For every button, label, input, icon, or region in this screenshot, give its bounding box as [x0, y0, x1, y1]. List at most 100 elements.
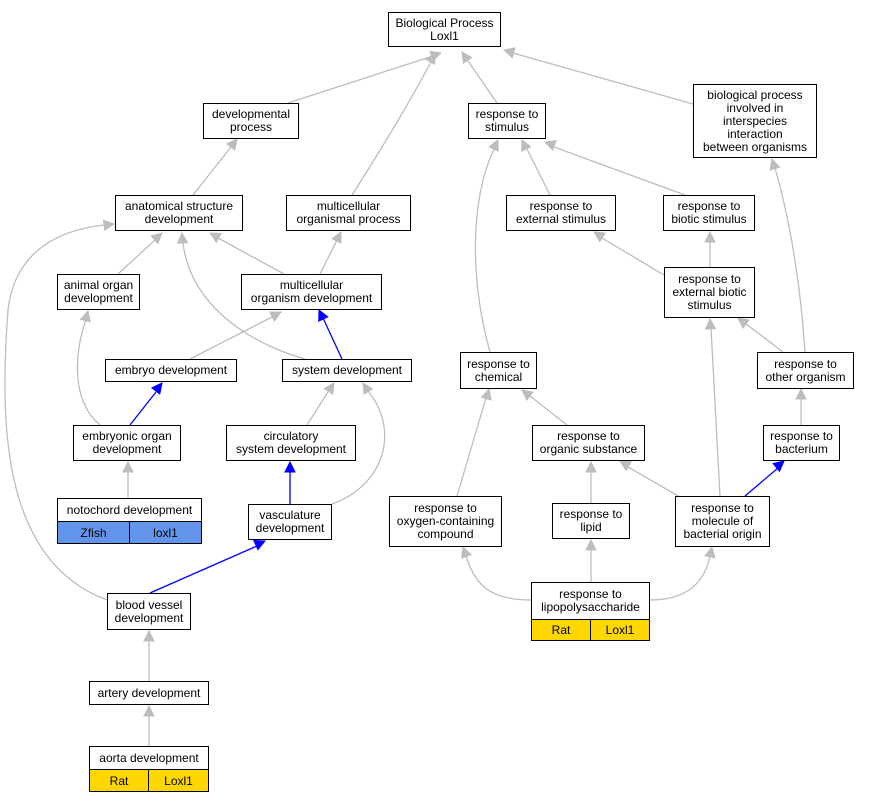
node-response-to-chemical[interactable]: response to chemical	[460, 352, 537, 389]
edge-line	[149, 545, 258, 594]
edge-line	[526, 148, 551, 196]
arrowhead	[704, 317, 717, 330]
arrowhead	[150, 382, 163, 395]
edge-line	[351, 61, 432, 196]
arrowhead	[502, 47, 516, 59]
annotation-row-aorta: Rat Loxl1	[89, 769, 209, 792]
edge-respbact-respother	[795, 387, 807, 425]
edge-multidev-multiproc	[319, 231, 342, 275]
node-embryo-development[interactable]: embryo development	[105, 359, 237, 382]
edge-respstim-bp	[461, 51, 498, 104]
edge-respmolbact-respextbiotic	[704, 317, 721, 497]
edge-line	[4, 224, 108, 601]
arrowhead	[521, 138, 532, 152]
arrowhead	[143, 629, 155, 642]
edge-line	[627, 466, 681, 498]
edge-respchem-respstim	[474, 138, 499, 353]
node-response-to-oxygen-containing-compound[interactable]: response to oxygen-containing compound	[389, 496, 502, 547]
node-notochord-development[interactable]: notochord development	[57, 498, 202, 522]
node-animal-organ-development[interactable]: animal organ development	[57, 274, 140, 310]
arrowhead	[461, 545, 473, 559]
edge-line	[601, 237, 665, 276]
node-response-to-external-stimulus[interactable]: response to external stimulus	[506, 195, 616, 231]
edge-line	[744, 467, 779, 497]
edge-line	[529, 395, 568, 426]
arrowhead	[585, 460, 597, 473]
node-aorta-development[interactable]: aorta development	[89, 746, 209, 770]
edge-respother-respextbiotic	[737, 317, 784, 353]
edge-system-multidev	[318, 308, 343, 360]
node-multicellular-organism-development[interactable]: multicellular organism development	[241, 274, 382, 310]
edge-line	[774, 167, 806, 353]
edge-respextbiotic-respbiotic	[704, 230, 716, 267]
edge-multidev-anat	[209, 232, 285, 275]
edge-line	[512, 52, 694, 105]
edge-aorta-artery	[143, 704, 155, 746]
edge-line	[331, 390, 386, 505]
edge-bloodvessel-vasc	[149, 539, 267, 594]
arrowhead	[488, 138, 499, 152]
node-response-to-bacterium[interactable]: response to bacterium	[763, 425, 840, 461]
node-system-development[interactable]: system development	[282, 359, 412, 382]
edge-line	[456, 397, 487, 497]
edge-interspecies-bp	[502, 47, 694, 105]
node-response-to-organic-substance[interactable]: response to organic substance	[532, 425, 645, 461]
arrowhead	[593, 231, 606, 243]
node-anatomical-structure-development[interactable]: anatomical structure development	[115, 195, 243, 231]
node-interspecies-interaction[interactable]: biological process involved in interspec…	[693, 84, 817, 158]
arrowhead	[543, 140, 557, 152]
node-response-to-lipid[interactable]: response to lipid	[552, 503, 630, 539]
node-developmental-process[interactable]: developmental process	[203, 103, 299, 139]
edge-respmolbact-respbact	[744, 460, 785, 497]
node-artery-development[interactable]: artery development	[89, 681, 209, 705]
node-response-to-lipopolysaccharide[interactable]: response to lipopolysaccharide	[531, 582, 650, 620]
node-response-to-biotic-stimulus[interactable]: response to biotic stimulus	[663, 195, 755, 231]
edge-animalorgan-anat	[117, 232, 163, 275]
arrowhead	[176, 231, 189, 244]
edge-artery-bloodvessel	[143, 629, 155, 681]
edge-line	[710, 327, 721, 497]
gene-cell: loxl1	[130, 521, 202, 544]
arrowhead	[480, 387, 492, 401]
arrowhead	[704, 545, 716, 559]
node-response-to-external-biotic-stimulus[interactable]: response to external biotic stimulus	[664, 267, 755, 318]
node-embryonic-organ-development[interactable]: embryonic organ development	[73, 425, 181, 461]
edge-system-anat	[176, 231, 306, 360]
arrowhead	[772, 460, 785, 473]
arrowhead	[323, 382, 335, 395]
node-blood-vessel-development[interactable]: blood vessel development	[107, 593, 191, 630]
arrowhead	[424, 52, 436, 65]
edge-bloodvessel-anat	[4, 219, 116, 601]
node-response-to-molecule-of-bacterial-origin[interactable]: response to molecule of bacterial origin	[675, 496, 770, 547]
node-vasculature-development[interactable]: vasculature development	[248, 504, 332, 540]
edge-line	[192, 146, 232, 196]
arrowhead	[284, 460, 296, 473]
arrowhead	[585, 538, 597, 551]
arrowhead	[102, 219, 116, 232]
arrowhead	[253, 539, 267, 551]
edge-resporg-respchem	[521, 389, 568, 426]
node-multicellular-organismal-process[interactable]: multicellular organismal process	[286, 195, 411, 231]
edge-line	[474, 148, 495, 353]
arrowhead	[795, 387, 807, 400]
edge-resplps-respoxy	[461, 545, 532, 601]
edge-embryo-multidev	[189, 311, 282, 360]
edge-devproc-bp	[287, 50, 443, 104]
node-circulatory-system-development[interactable]: circulatory system development	[226, 425, 356, 461]
arrowhead	[122, 460, 134, 473]
gene-cell: Loxl1	[149, 769, 209, 792]
species-cell: Zfish	[57, 521, 130, 544]
node-response-to-stimulus[interactable]: response to stimulus	[468, 103, 546, 139]
edge-line	[322, 317, 343, 360]
arrowhead	[209, 232, 222, 244]
annotation-row-lipopolysaccharide: Rat Loxl1	[531, 619, 650, 641]
edge-line	[649, 555, 711, 601]
edge-line	[306, 391, 329, 426]
node-response-to-other-organism[interactable]: response to other organism	[757, 352, 854, 389]
node-biological-process[interactable]: Biological Process Loxl1	[388, 12, 501, 47]
arrowhead	[331, 231, 342, 244]
edge-line	[129, 391, 157, 426]
edge-anat-devproc	[192, 138, 238, 196]
edge-vasc-system	[331, 382, 386, 505]
